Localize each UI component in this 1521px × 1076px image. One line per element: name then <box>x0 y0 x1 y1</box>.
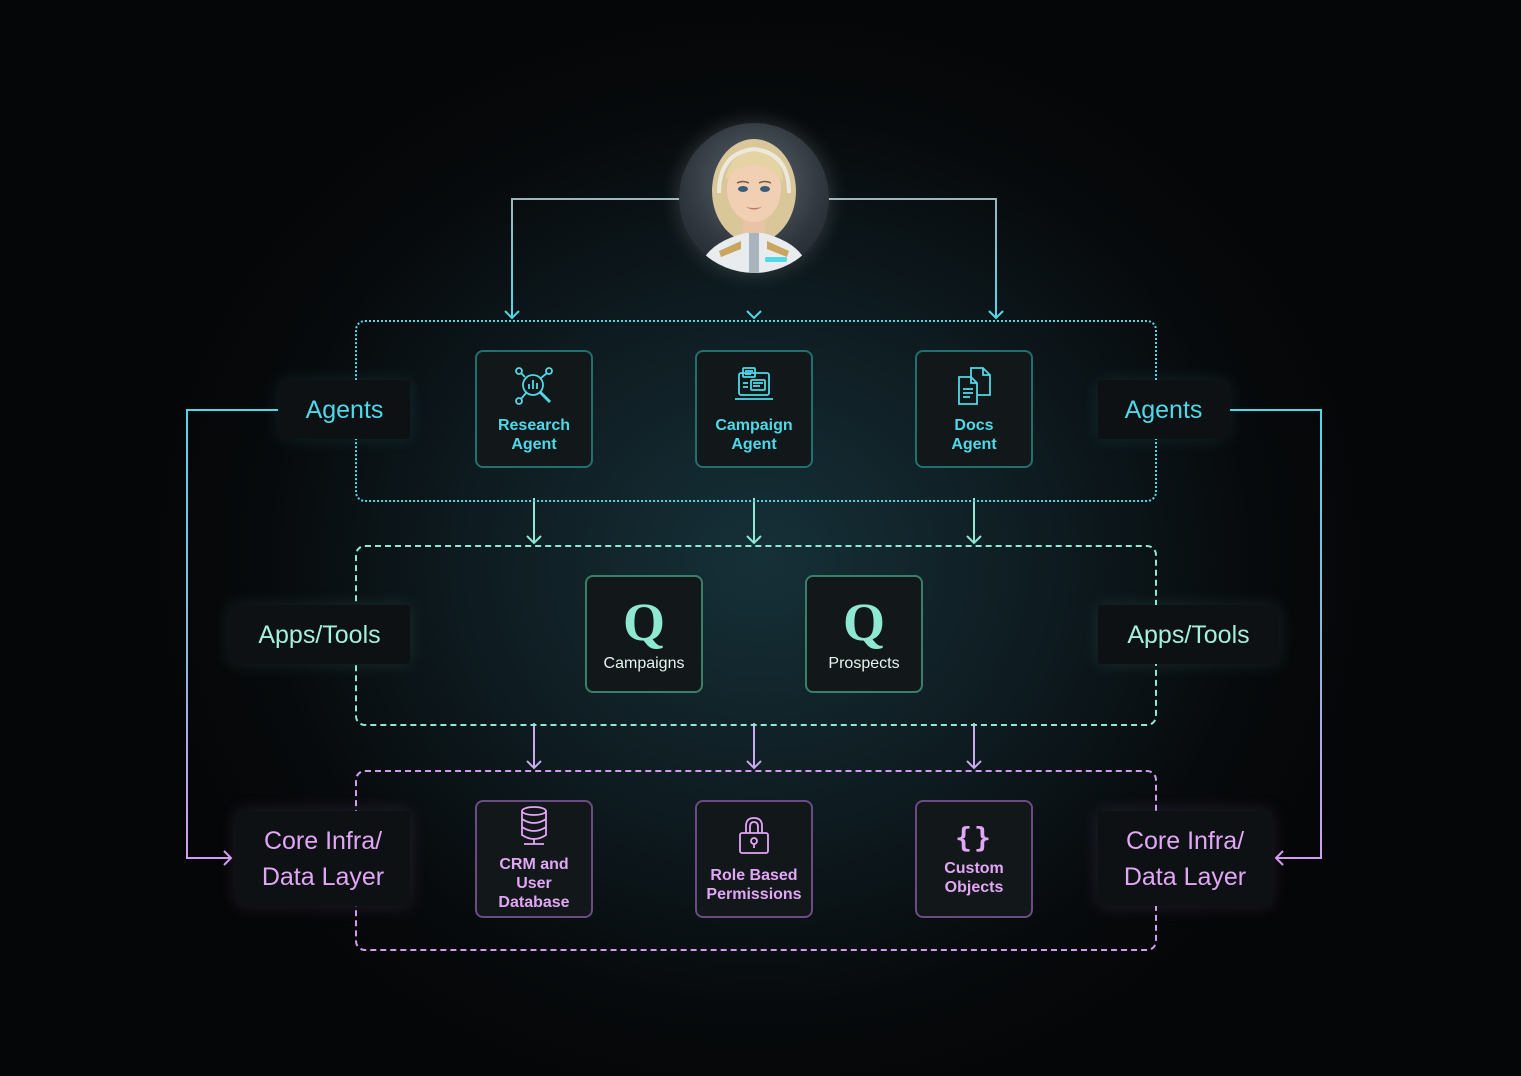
apps-tools-label-left: Apps/Tools <box>229 605 410 664</box>
q-logo-icon: Q <box>842 591 885 652</box>
database-icon <box>518 806 550 851</box>
campaigns-app-card[interactable]: Q Campaigns <box>585 575 703 693</box>
research-icon <box>513 365 555 412</box>
connector-right-loop <box>1230 409 1322 859</box>
braces-icon: {} <box>955 821 993 854</box>
docs-icon <box>953 365 995 412</box>
ai-assistant-avatar <box>679 123 829 273</box>
apps-tools-label-right: Apps/Tools <box>1098 605 1279 664</box>
prospects-app-card[interactable]: Q Prospects <box>805 575 923 693</box>
apps-tools-layer-box <box>355 545 1157 726</box>
core-infra-label-left: Core Infra/Data Layer <box>236 811 410 906</box>
core-infra-label-right: Core Infra/Data Layer <box>1098 811 1272 906</box>
connector-avatar-docs <box>828 198 997 318</box>
connector-left-loop <box>186 409 278 859</box>
lock-icon <box>737 815 771 862</box>
campaign-icon <box>733 365 775 412</box>
q-logo-icon: Q <box>622 591 665 652</box>
agents-label-left: Agents <box>279 380 410 439</box>
agents-label-right: Agents <box>1098 380 1229 439</box>
connector-avatar-research <box>511 198 680 318</box>
